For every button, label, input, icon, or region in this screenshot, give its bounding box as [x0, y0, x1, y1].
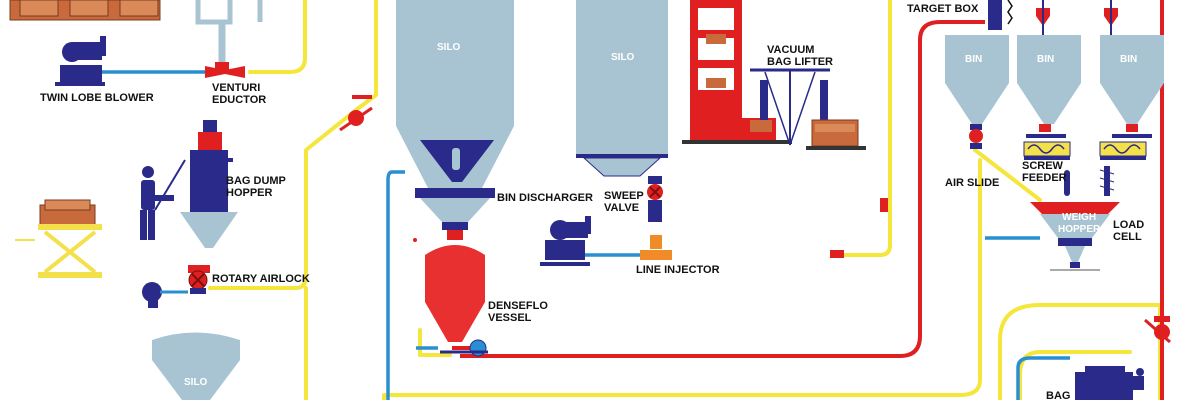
label-weigh-hopper-line1: WEIGH: [1062, 212, 1097, 223]
label-bag-dump-hopper-line2: HOPPER: [226, 187, 273, 199]
screw-feeder-1: [1023, 141, 1071, 160]
label-denseflo-vessel: DENSEFLO VESSEL: [488, 300, 548, 324]
rotary-airlock: [188, 265, 210, 294]
bin-discharger: [415, 188, 495, 230]
label-load-cell-line1: LOAD: [1113, 219, 1145, 231]
operator-figure: [140, 166, 174, 240]
line-coupling-2: [830, 250, 844, 258]
line-injector: [640, 235, 672, 260]
eductor-feed-pipes: [195, 0, 263, 25]
label-vacuum-bag-lifter-line2: BAG LIFTER: [767, 56, 833, 68]
label-bag-partial: BAG: [1046, 390, 1071, 402]
label-screw-feeder: SCREW FEEDER: [1022, 160, 1067, 184]
label-rotary-airlock: ROTARY AIRLOCK: [212, 273, 310, 285]
bin-2: [1017, 0, 1081, 138]
label-vacuum-bag-lifter: VACUUM BAG LIFTER: [767, 44, 833, 68]
blue-line-silo-discharge: [386, 170, 405, 400]
label-bin-1: BIN: [965, 54, 983, 65]
yellow-line-airlock-main: [208, 0, 378, 290]
vacuum-bag-lifter: [750, 68, 866, 150]
silo-center: [396, 0, 514, 188]
label-venturi-eductor: VENTURI EDUCTOR: [212, 82, 266, 106]
label-load-cell-line2: CELL: [1113, 231, 1142, 243]
label-bin-3: BIN: [1120, 54, 1138, 65]
silo-small: [152, 332, 240, 400]
label-silo-right: SILO: [611, 52, 635, 63]
blue-line-bag: [1016, 356, 1070, 400]
silo-right: [576, 0, 668, 177]
fan-blower: [142, 282, 188, 308]
label-twin-lobe-blower: TWIN LOBE BLOWER: [40, 92, 154, 104]
label-air-slide: AIR SLIDE: [945, 177, 1000, 189]
target-box: [988, 0, 1013, 30]
label-screw-feeder-line1: SCREW: [1022, 160, 1063, 172]
screw-feeder-2: [1099, 141, 1147, 160]
red-line-denseflo-out: [460, 20, 985, 358]
label-venturi-eductor-line1: VENTURI: [212, 82, 261, 94]
label-bin-discharger: BIN DISCHARGER: [497, 192, 593, 204]
label-screw-feeder-line2: FEEDER: [1022, 172, 1067, 184]
injector-blower: [540, 216, 591, 266]
venturi-eductor: [205, 62, 245, 78]
blue-air-lines: [100, 70, 1070, 400]
label-sweep-valve: SWEEP VALVE: [604, 190, 644, 214]
yellow-line-air-slide: [973, 148, 1042, 202]
yellow-line-denseflo-blue: [418, 328, 452, 357]
bag-dump-hopper: [154, 120, 238, 248]
weigh-hopper: [1030, 202, 1120, 271]
label-silo-small: SILO: [184, 377, 208, 388]
bin-3: [1100, 0, 1164, 138]
sweep-valve: [647, 176, 663, 222]
bin-1: [945, 35, 1009, 149]
label-weigh-hopper: WEIGH HOPPER: [1058, 212, 1100, 236]
label-venturi-eductor-line2: EDUCTOR: [212, 94, 267, 106]
label-line-injector: LINE INJECTOR: [636, 264, 720, 276]
feeder-downspouts: [1064, 166, 1115, 196]
diverter-valve-right: [1144, 316, 1171, 344]
label-bin-2: BIN: [1037, 54, 1055, 65]
label-target-box: TARGET BOX: [907, 3, 979, 15]
label-silo-center: SILO: [437, 42, 461, 53]
label-denseflo-vessel-line1: DENSEFLO: [488, 300, 548, 312]
label-weigh-hopper-line2: HOPPER: [1058, 224, 1101, 235]
yellow-line-bottom-loop: [382, 158, 982, 400]
line-coupling-1: [880, 198, 888, 212]
label-bag-dump-hopper-line1: BAG DUMP: [226, 175, 286, 187]
label-sweep-valve-line1: SWEEP: [604, 190, 644, 202]
label-denseflo-vessel-line2: VESSEL: [488, 312, 532, 324]
lift-table-with-bags: [15, 199, 102, 278]
twin-lobe-blower: [55, 36, 106, 86]
label-sweep-valve-line2: VALVE: [604, 202, 640, 214]
denseflo-vessel: [413, 230, 488, 357]
label-vacuum-bag-lifter-line1: VACUUM: [767, 44, 815, 56]
diverter-valve-left: [339, 95, 373, 132]
label-bag-dump-hopper: BAG DUMP HOPPER: [226, 175, 286, 199]
yellow-line-bottom-right: [998, 303, 1162, 400]
label-load-cell: LOAD CELL: [1113, 219, 1144, 243]
bag-lifter-tower: [682, 0, 792, 144]
yellow-line-right-1: [838, 0, 892, 257]
top-crates: [9, 0, 161, 21]
bag-filler: [1075, 366, 1144, 400]
yellow-line-eductor-up: [248, 0, 307, 74]
